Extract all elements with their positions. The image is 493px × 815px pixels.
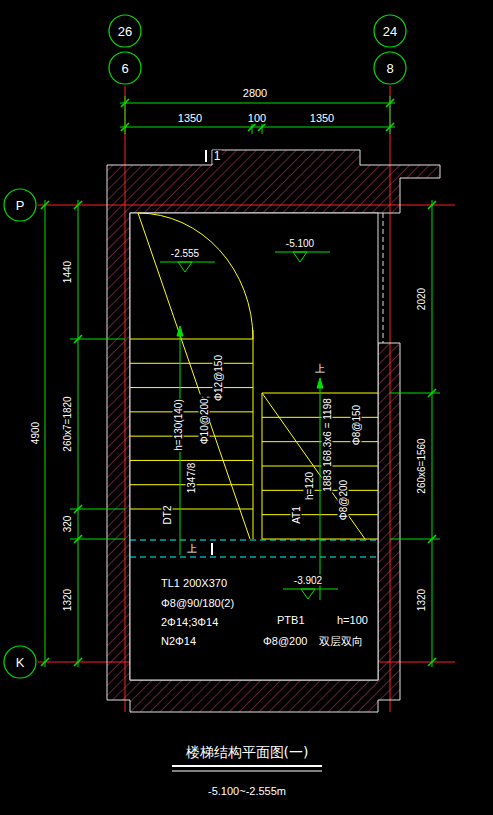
stair-well [130,213,378,680]
note-text: 1883 168.3x6 = 1198 [322,397,333,493]
note-text: Φ8@200 [338,479,349,521]
note-text: Φ8@150 [351,404,362,446]
note-text: h=120 [304,471,315,501]
axis-number: P [3,188,37,222]
dimension-text: 2800 [242,87,268,99]
level-text: -2.555 [170,248,200,259]
axis-number: 24 [373,14,407,48]
note-text: AT1 [291,505,302,525]
axis-bubble: 26 [108,14,142,48]
note-text: h=130(140) [173,398,184,451]
beam-lines [130,540,378,557]
walk-arrows [177,326,323,600]
grid-lines [38,86,455,712]
axis-bubble: K [3,645,37,679]
note-text: 2Φ14;3Φ14 [160,616,219,628]
note-text: N2Φ14 [160,635,197,647]
drawing-caption: -5.100~-2.555m [208,785,286,797]
note-text: Φ8@200 [262,635,308,647]
dimension-text: 100 [247,112,267,124]
dimension-text: 4900 [30,421,41,445]
level-text: -5.100 [285,238,315,249]
dimension-text: 1350 [309,112,335,124]
axis-bubble: P [3,188,37,222]
axis-bubble: 8 [373,51,407,85]
dimension-text: 260x6=1560 [416,437,427,494]
drawing-title: 楼梯结构平面图(一) [186,744,309,762]
note-text: PTB1 [276,614,306,626]
dimension-text: 320 [62,515,73,534]
note-text: Φ12@150 [213,354,224,402]
axis-number: 26 [108,14,142,48]
dimension-text: 1320 [416,588,427,612]
note-text: 上 [314,363,326,374]
dimension-text: 1320 [62,588,73,612]
note-text: Φ8@90/180(2) [160,597,235,609]
axis-bubble: 6 [108,51,142,85]
dimension-text: 1440 [62,260,73,284]
section-marks [206,150,212,555]
stair-treads [130,213,378,539]
level-symbols [160,252,338,599]
note-text: TL1 200X370 [160,577,228,589]
dimension-text: 2020 [416,287,427,311]
dimension-text: 260x7=1820 [62,395,73,452]
note-text: 上 [186,543,198,554]
axis-number: K [3,645,37,679]
dimension-lines [41,96,440,667]
wall-hatch [107,150,440,712]
axis-number: 6 [108,51,142,85]
opening-line [383,213,384,343]
note-text: Φ10@200; [199,395,210,446]
note-text: 双层双向 [318,635,364,647]
note-text: DT2 [162,505,173,526]
note-text: h=100 [336,614,369,626]
axis-bubble: 24 [373,14,407,48]
level-text: -3.902 [293,575,323,586]
section-mark: 1 [213,150,222,163]
axis-number: 8 [373,51,407,85]
title-underline [172,766,322,771]
note-text: 1347/8 [186,462,197,495]
dimension-text: 1350 [177,112,203,124]
